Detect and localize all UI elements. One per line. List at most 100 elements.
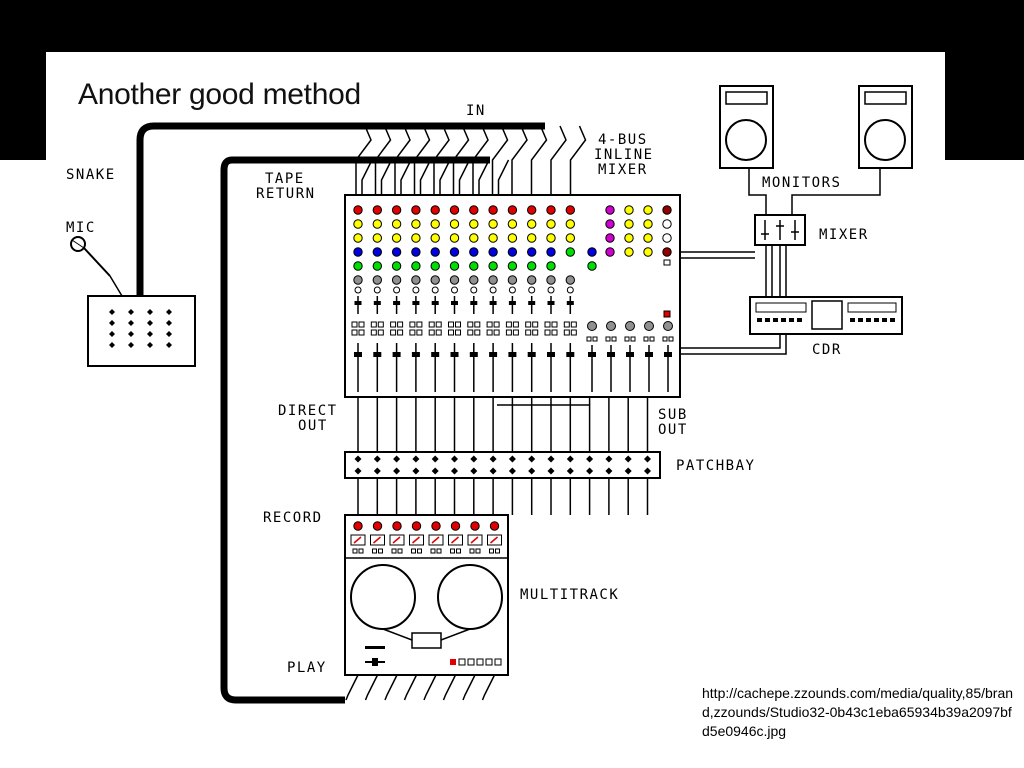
multitrack-track-controls bbox=[345, 521, 508, 559]
channel-button bbox=[544, 321, 551, 328]
patchbay-jack bbox=[431, 455, 439, 463]
channel-knob bbox=[391, 261, 402, 271]
channel-fader-cap bbox=[392, 352, 401, 357]
track-meter-needle bbox=[412, 536, 420, 544]
label-mixer-line1: 4-BUS bbox=[598, 132, 648, 148]
pan-knob bbox=[412, 286, 420, 294]
channel-button bbox=[370, 321, 377, 328]
track-meter-needle bbox=[470, 536, 479, 544]
subgroup-button bbox=[611, 336, 617, 342]
input-wire bbox=[433, 125, 450, 195]
channel-button bbox=[512, 329, 519, 336]
subgroup-button bbox=[592, 336, 598, 342]
subgroup-fader-cap bbox=[626, 352, 634, 357]
label-tape-return-line2: RETURN bbox=[256, 186, 316, 202]
channel-knob bbox=[391, 247, 402, 257]
input-wire bbox=[472, 125, 489, 195]
channel-fader-cap bbox=[566, 352, 575, 357]
aux-knob bbox=[605, 205, 615, 215]
patchbay-jack bbox=[393, 455, 401, 463]
channel-button bbox=[474, 329, 481, 336]
stage-box-jack bbox=[166, 342, 172, 348]
tape-reel-right bbox=[437, 564, 503, 630]
subgroup-button bbox=[643, 336, 649, 342]
track-button bbox=[411, 548, 416, 554]
channel-knob bbox=[411, 247, 421, 257]
channel-knob bbox=[449, 247, 460, 257]
channel-fader-cap bbox=[527, 352, 536, 357]
patchbay-jack bbox=[508, 455, 516, 463]
tape-reel-left bbox=[350, 564, 416, 630]
channel-knob bbox=[469, 205, 479, 215]
track-button bbox=[358, 548, 364, 554]
play-wire bbox=[345, 674, 359, 701]
channel-knob bbox=[565, 205, 575, 215]
channel-fader-cap bbox=[373, 352, 382, 357]
pan-knob bbox=[431, 286, 439, 294]
input-wire bbox=[550, 125, 567, 195]
label-monitors: MONITORS bbox=[762, 175, 842, 191]
track-button bbox=[469, 548, 475, 554]
trim-slider-cap bbox=[451, 301, 458, 305]
play-wire bbox=[462, 674, 476, 701]
track-meter-needle bbox=[451, 536, 459, 544]
track-button bbox=[391, 548, 397, 554]
tape-return-cable bbox=[220, 156, 490, 704]
pan-knob bbox=[470, 286, 478, 294]
channel-button bbox=[377, 321, 384, 328]
stage-box bbox=[87, 295, 196, 367]
track-button bbox=[475, 548, 481, 554]
channel-knob bbox=[507, 247, 518, 257]
trim-slider-cap bbox=[528, 301, 536, 305]
channel-knob bbox=[391, 275, 402, 285]
channel-knob bbox=[430, 247, 440, 257]
channel-fader-cap bbox=[469, 352, 478, 357]
tape-return-wire bbox=[361, 159, 373, 195]
subgroup-knob bbox=[587, 321, 597, 331]
channel-button bbox=[377, 329, 384, 336]
patchbay-jack bbox=[489, 455, 497, 463]
channel-knob bbox=[507, 219, 518, 229]
stage-box-jack bbox=[128, 309, 134, 315]
patchbay-panel bbox=[344, 451, 661, 479]
monitor-speaker-left bbox=[719, 85, 774, 169]
channel-fader-cap bbox=[450, 352, 459, 357]
subgroup-fader-cap bbox=[607, 352, 615, 357]
channel-knob bbox=[546, 247, 556, 257]
input-wire bbox=[569, 125, 587, 195]
pan-knob bbox=[508, 286, 516, 294]
label-play: PLAY bbox=[287, 660, 327, 676]
patchbay-jack bbox=[547, 455, 555, 463]
subgroup-fader-cap bbox=[645, 352, 653, 357]
channel-button bbox=[435, 329, 442, 336]
tape-head bbox=[411, 632, 442, 649]
channel-fader-cap bbox=[354, 352, 362, 357]
channel-knob bbox=[430, 205, 440, 215]
trim-slider-cap bbox=[354, 301, 362, 305]
label-sub-out-line1: SUB bbox=[658, 407, 688, 423]
track-button bbox=[430, 548, 436, 554]
microphone-icon bbox=[70, 236, 123, 297]
track-meter-needle bbox=[373, 536, 381, 544]
tape-return-wire bbox=[497, 159, 510, 195]
stage-box-jack bbox=[166, 320, 172, 326]
channel-knob bbox=[391, 219, 402, 229]
channel-button bbox=[390, 321, 397, 328]
patchbay-jack bbox=[412, 455, 420, 463]
channel-button bbox=[455, 329, 461, 336]
trim-slider-cap bbox=[566, 301, 574, 305]
track-meter-needle bbox=[490, 536, 498, 544]
record-arm-button bbox=[411, 521, 422, 531]
input-wire bbox=[413, 125, 431, 195]
channel-knob bbox=[546, 233, 556, 243]
label-mixer-line3: MIXER bbox=[598, 162, 648, 178]
label-patchbay: PATCHBAY bbox=[676, 458, 756, 474]
channel-fader-cap bbox=[547, 352, 555, 357]
tape-return-wire bbox=[439, 159, 451, 195]
input-wire bbox=[452, 125, 470, 195]
channel-knob bbox=[469, 247, 479, 257]
track-meter-needle bbox=[431, 536, 440, 544]
channel-button bbox=[486, 321, 493, 328]
channel-button bbox=[358, 329, 365, 336]
